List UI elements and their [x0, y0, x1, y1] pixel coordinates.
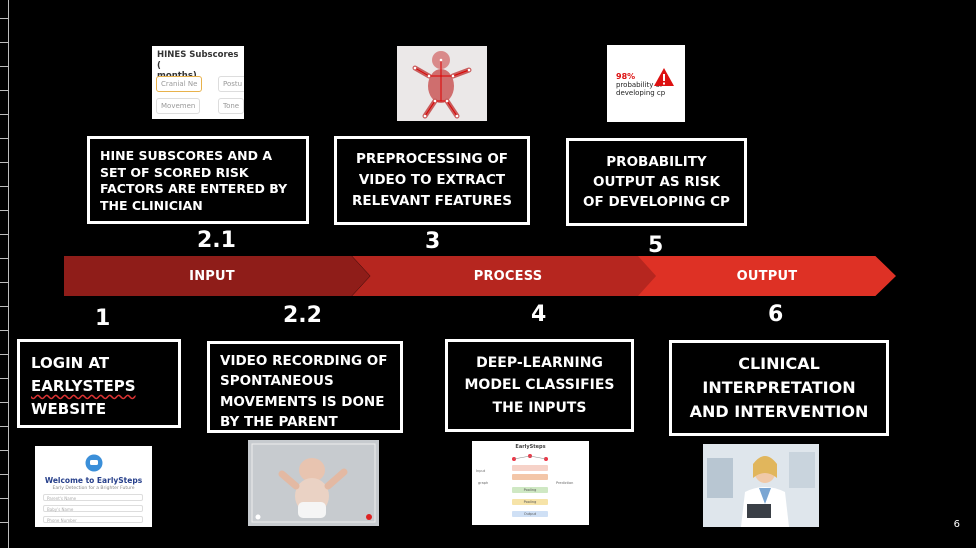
step-1-line-2: EARLYSTEPS [31, 376, 136, 395]
model-layer: Pooling [512, 487, 548, 493]
ruler-tick [0, 354, 9, 355]
slide-ruler [0, 0, 9, 548]
step-1-line-1: LOGIN AT [31, 354, 110, 372]
model-layer: Output [512, 511, 548, 517]
page-number: 6 [953, 519, 960, 530]
warning-icon [654, 68, 674, 86]
baby-video-frame [248, 440, 379, 526]
input-arrow-label: INPUT [189, 268, 235, 284]
ruler-tick [0, 474, 9, 475]
hine-chip: Tone [218, 98, 244, 114]
earlysteps-login-thumbnail: Welcome to EarlySteps Early Detection fo… [35, 446, 152, 527]
chat-logo-icon [85, 454, 103, 472]
baby-video-thumbnail [248, 440, 379, 526]
probability-thumbnail: 98% probability of developing cp [607, 45, 685, 122]
step-3-number: 3 [425, 229, 441, 254]
input-arrow: INPUT [64, 256, 370, 296]
step-1-number: 1 [95, 306, 111, 331]
model-layer: Pooling [512, 499, 548, 505]
step-2-2-box: VIDEO RECORDING OF SPONTANEOUS MOVEMENTS… [207, 341, 403, 433]
ruler-tick [0, 162, 9, 163]
ruler-tick [0, 330, 9, 331]
step-2-1-text: HINE SUBSCORES AND A SET OF SCORED RISK … [100, 148, 288, 213]
step-5-text: PROBABILITY OUTPUT AS RISK OF DEVELOPING… [583, 153, 730, 211]
step-2-2-text: VIDEO RECORDING OF SPONTANEOUS MOVEMENTS… [220, 353, 388, 430]
step-2-2-number: 2.2 [283, 303, 322, 328]
ruler-tick [0, 186, 9, 187]
step-4-number: 4 [531, 302, 547, 327]
step-1-box: LOGIN AT EARLYSTEPS WEBSITE [17, 339, 181, 428]
login-welcome-title: Welcome to EarlySteps [44, 476, 143, 485]
hine-subscores-thumbnail: HINES Subscores ( months) Cranial Ne Pos… [152, 46, 244, 119]
login-field-parent: Parent's Name [43, 494, 143, 501]
graph-nodes-icon [512, 454, 548, 461]
ruler-tick [0, 66, 9, 67]
step-2-1-number: 2.1 [197, 228, 236, 253]
ruler-tick [0, 234, 9, 235]
step-6-text: CLINICAL INTERPRETATION AND INTERVENTION [689, 354, 869, 421]
ruler-tick [0, 426, 9, 427]
hine-chip: Cranial Ne [156, 76, 203, 92]
step-5-box: PROBABILITY OUTPUT AS RISK OF DEVELOPING… [566, 138, 747, 226]
ruler-tick [0, 90, 9, 91]
ruler-tick [0, 498, 9, 499]
login-field-phone: Phone Number [43, 516, 143, 523]
hine-thumb-title: HINES Subscores ( [157, 50, 239, 71]
model-layer [512, 465, 548, 471]
ruler-tick [0, 18, 9, 19]
output-arrow: OUTPUT [638, 256, 896, 296]
clinician-thumbnail [703, 444, 819, 527]
ruler-edge [8, 0, 9, 548]
step-4-box: DEEP-LEARNING MODEL CLASSIFIES THE INPUT… [445, 339, 634, 432]
output-arrow-label: OUTPUT [736, 268, 798, 284]
infant-pose-image [397, 46, 487, 121]
ruler-tick [0, 450, 9, 451]
model-title: EarlySteps [515, 444, 546, 450]
ruler-tick [0, 402, 9, 403]
step-6-number: 6 [768, 302, 784, 327]
step-1-line-3: WEBSITE [31, 399, 107, 418]
model-prediction-label: Prediction [556, 481, 574, 485]
model-input-label: Input [476, 469, 486, 473]
clinician-photo [703, 444, 819, 527]
process-arrow-label: PROCESS [473, 268, 543, 284]
ruler-tick [0, 522, 9, 523]
probability-percent: 98% [616, 72, 636, 81]
model-layer [512, 474, 548, 480]
step-4-text: DEEP-LEARNING MODEL CLASSIFIES THE INPUT… [464, 354, 615, 416]
ruler-tick [0, 210, 9, 211]
ruler-tick [0, 306, 9, 307]
ruler-tick [0, 378, 9, 379]
hine-chip: Movemen [156, 98, 201, 114]
ruler-tick [0, 138, 9, 139]
step-3-box: PREPROCESSING OF VIDEO TO EXTRACT RELEVA… [334, 136, 530, 225]
model-diagram-thumbnail: EarlySteps Input graph Prediction Poolin… [472, 441, 589, 525]
model-graph-label: graph [478, 481, 489, 485]
login-subtitle: Early Detection for a Brighter Future [52, 486, 135, 491]
infant-pose-thumbnail [397, 46, 487, 121]
step-5-number: 5 [648, 233, 664, 258]
probability-label: probability of developing cp [616, 81, 666, 98]
ruler-tick [0, 42, 9, 43]
step-2-1-box: HINE SUBSCORES AND A SET OF SCORED RISK … [87, 136, 309, 224]
step-3-text: PREPROCESSING OF VIDEO TO EXTRACT RELEVA… [352, 151, 512, 209]
login-field-baby: Baby's Name [43, 505, 143, 512]
process-arrow: PROCESS [352, 256, 658, 296]
ruler-tick [0, 258, 9, 259]
hine-chip: Postu [218, 76, 244, 92]
ruler-tick [0, 282, 9, 283]
step-6-box: CLINICAL INTERPRETATION AND INTERVENTION [669, 340, 889, 436]
ruler-tick [0, 114, 9, 115]
